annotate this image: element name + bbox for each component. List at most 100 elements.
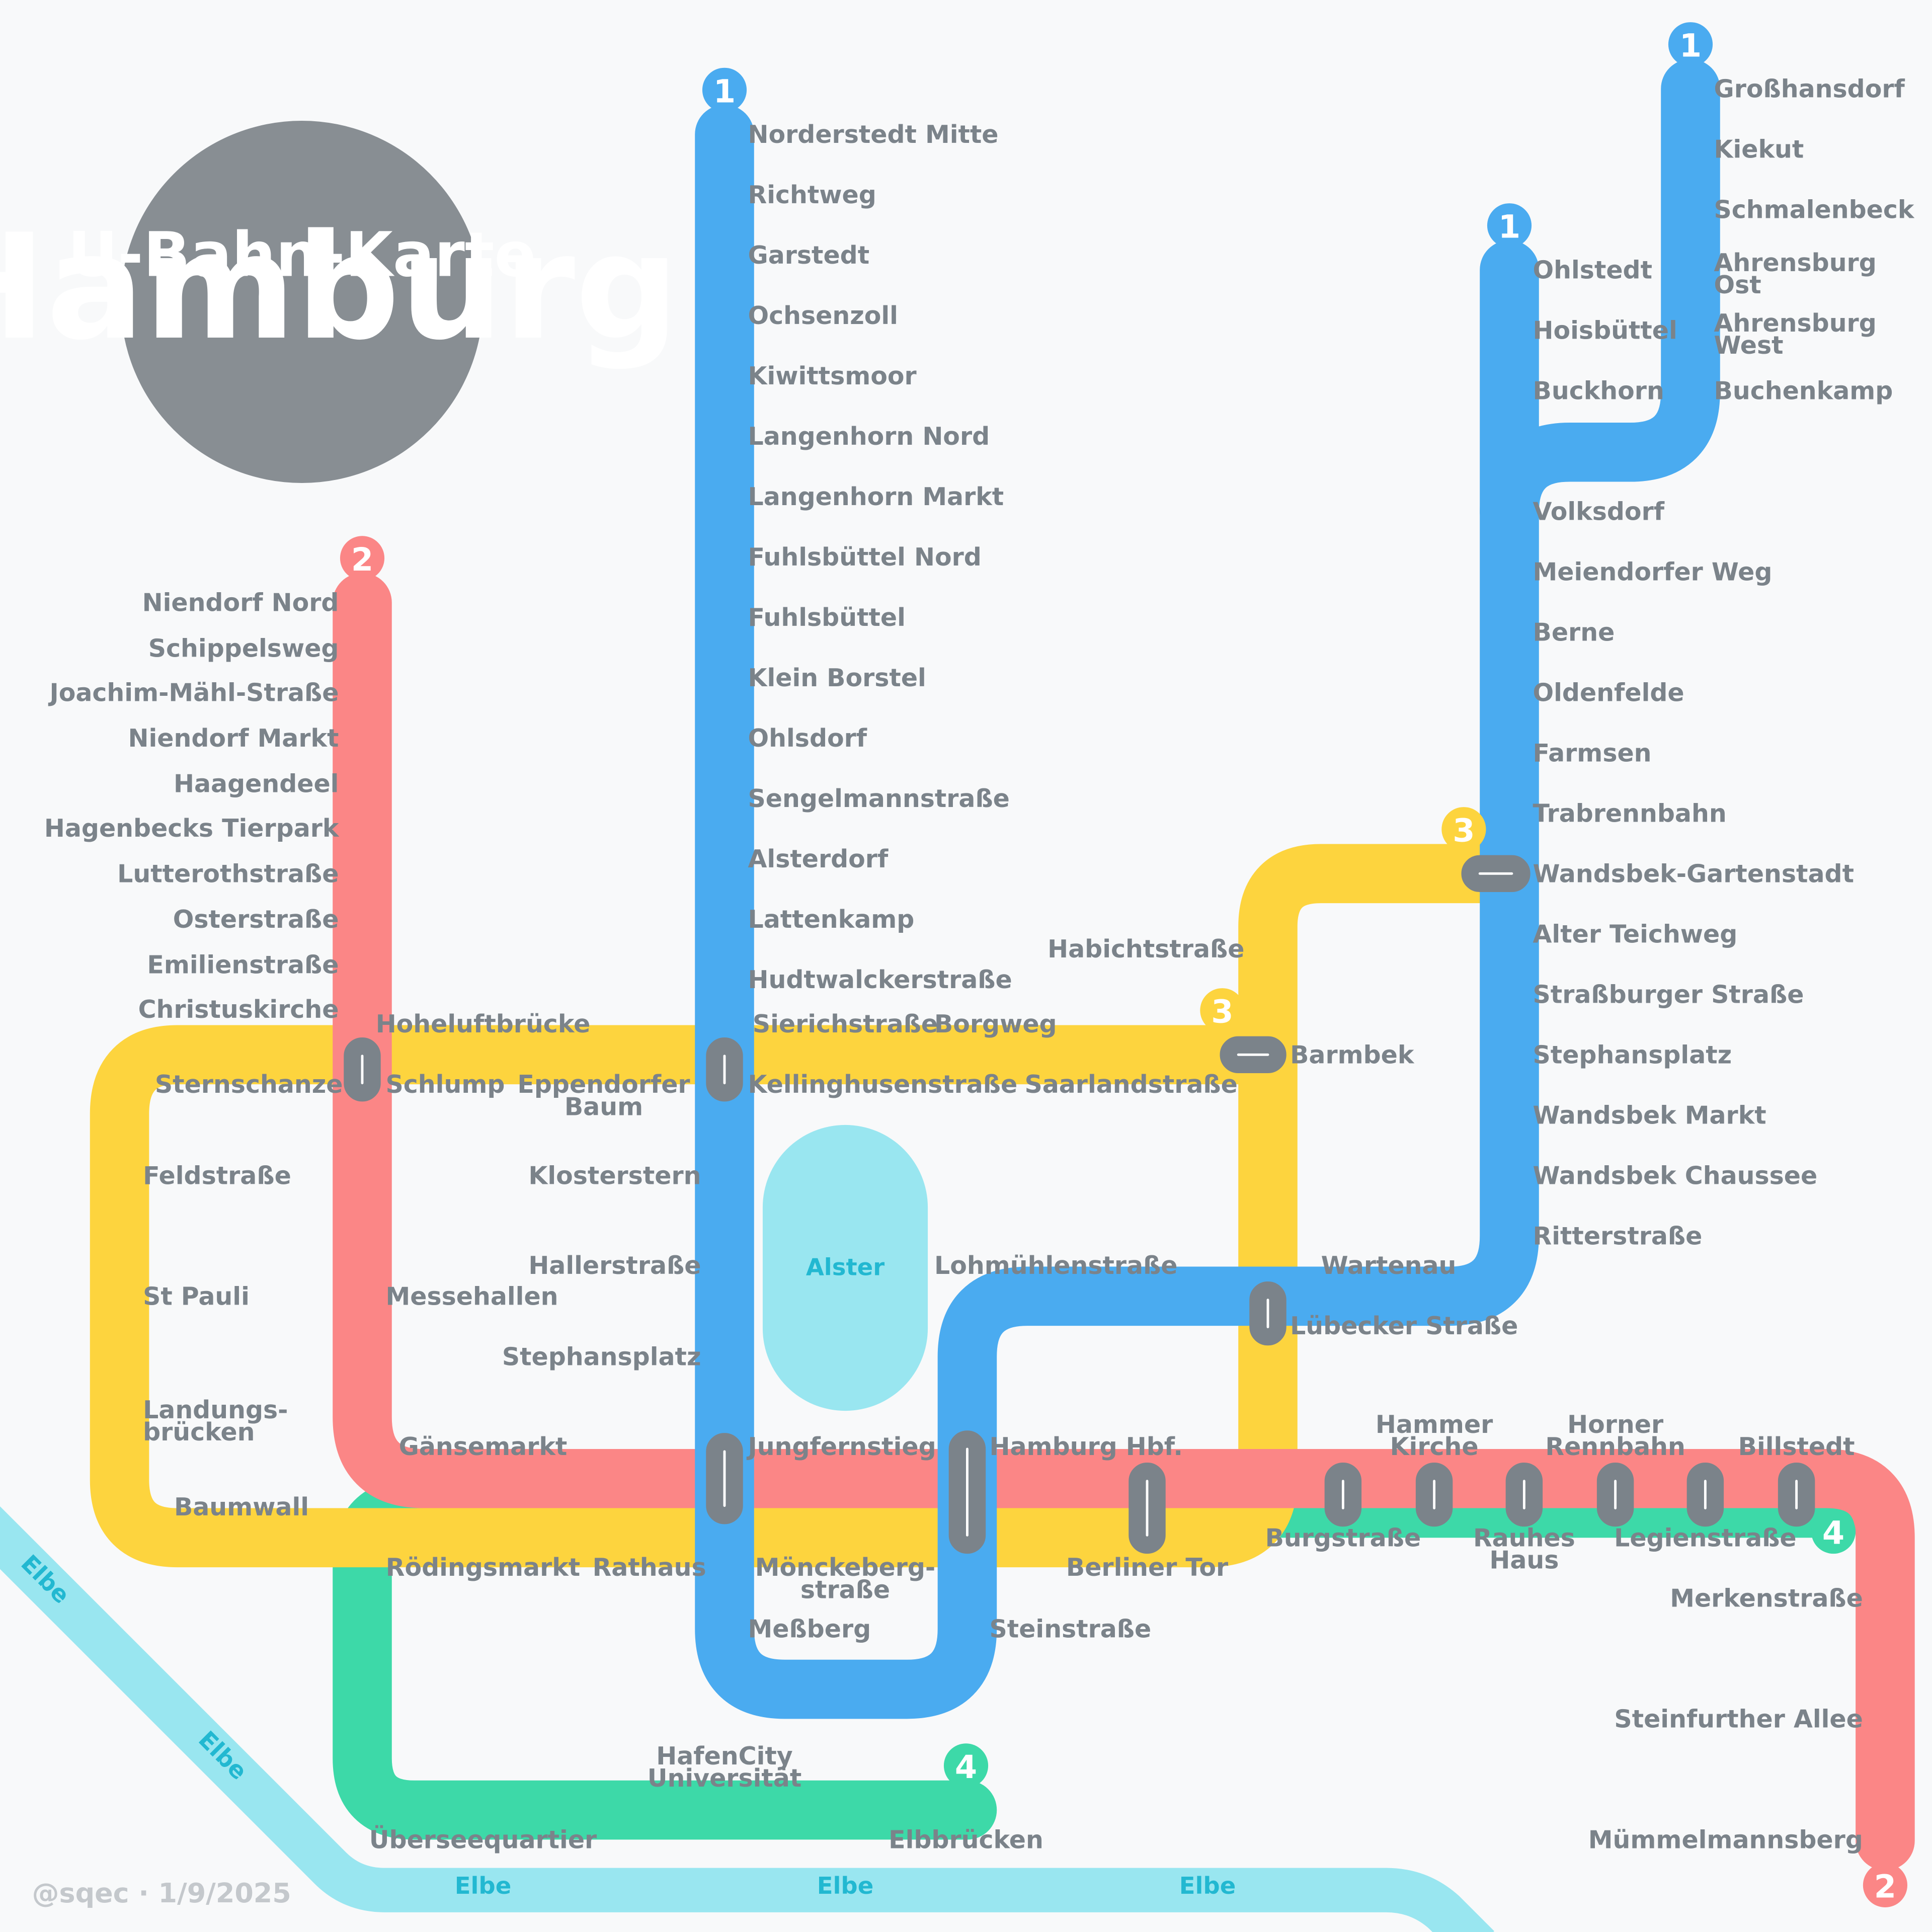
label-borgweg[interactable]: Borgweg xyxy=(934,1010,1057,1038)
label-gaensemarkt[interactable]: Gänsemarkt xyxy=(399,1432,568,1461)
stop-u1-ohlstedt[interactable] xyxy=(1494,255,1524,285)
stop-u1-garstedt[interactable] xyxy=(709,240,740,270)
stop-u1-wandsbek-chaussee[interactable] xyxy=(1494,1160,1524,1190)
stop-u1-hudtwalckerstrasse[interactable] xyxy=(709,964,740,995)
stop-u1-buckhorn[interactable] xyxy=(1494,377,1524,407)
stop-u1-stephansplatz[interactable] xyxy=(709,1341,740,1372)
stop-u1-messberg[interactable] xyxy=(709,1614,740,1644)
label-hafencity-universitaet-1[interactable]: HafenCity xyxy=(656,1742,793,1770)
stop-u1-fuhlsbuettel[interactable] xyxy=(709,602,740,632)
label-landungsbruecken-2[interactable]: brücken xyxy=(143,1418,255,1446)
label-feldstrasse[interactable]: Feldstraße xyxy=(143,1161,291,1190)
stop-u1-kiekut[interactable] xyxy=(1675,135,1706,166)
label-elbbruecken[interactable]: Elbbrücken xyxy=(889,1825,1043,1854)
label-sierichstrasse[interactable]: Sierichstraße xyxy=(753,1010,938,1038)
label-meiendorfer-weg[interactable]: Meiendorfer Weg xyxy=(1533,557,1773,586)
label-landungsbruecken-1[interactable]: Landungs- xyxy=(143,1396,288,1424)
label-trabrennbahn[interactable]: Trabrennbahn xyxy=(1533,799,1727,828)
label-volksdorf[interactable]: Volksdorf xyxy=(1533,497,1665,526)
label-ueberseequartier[interactable]: Überseequartier xyxy=(369,1824,597,1854)
label-ochsenzoll[interactable]: Ochsenzoll xyxy=(748,301,898,330)
interchange-schlump[interactable] xyxy=(344,1037,381,1102)
stop-u1-alsterdorf[interactable] xyxy=(709,844,740,874)
label-steinfurther-allee[interactable]: Steinfurther Allee xyxy=(1614,1705,1863,1733)
stop-u1-alter-teichweg[interactable] xyxy=(1494,919,1524,949)
label-ahrensburg-west-1[interactable]: Ahrensburg xyxy=(1714,309,1877,338)
label-moenckebergstrasse-2[interactable]: straße xyxy=(800,1575,890,1604)
label-st-pauli[interactable]: St Pauli xyxy=(143,1282,250,1311)
label-kellinghusenstrasse[interactable]: Kellinghusenstraße xyxy=(748,1070,1018,1099)
stop-u1-ritterstrasse[interactable] xyxy=(1494,1221,1524,1251)
label-hafencity-universitaet-2[interactable]: Universität xyxy=(648,1764,802,1793)
label-alter-teichweg[interactable]: Alter Teichweg xyxy=(1533,920,1738,948)
label-klein-borstel[interactable]: Klein Borstel xyxy=(748,664,926,692)
label-horner-rennbahn-1[interactable]: Horner xyxy=(1567,1410,1663,1439)
label-hamburg-hbf[interactable]: Hamburg Hbf. xyxy=(990,1432,1183,1461)
label-messehallen[interactable]: Messehallen xyxy=(386,1282,558,1311)
label-fuhlsbuettel[interactable]: Fuhlsbüttel xyxy=(748,603,906,632)
stop-u1-kiwittsmoor[interactable] xyxy=(709,361,740,391)
stop-u3-rathaus[interactable] xyxy=(634,1522,664,1553)
label-moenckebergstrasse-1[interactable]: Mönckeberg- xyxy=(755,1553,936,1582)
stop-u3-sternschanze[interactable] xyxy=(234,1039,264,1070)
label-stephansplatz-north[interactable]: Stephansplatz xyxy=(1533,1040,1732,1069)
label-strassburger-strasse[interactable]: Straßburger Straße xyxy=(1533,980,1804,1009)
stop-u1-hallerstrasse[interactable] xyxy=(709,1252,740,1281)
interchange-wandsbek-gartenstadt[interactable] xyxy=(1461,855,1531,893)
label-ritterstrasse[interactable]: Ritterstraße xyxy=(1533,1222,1703,1250)
label-stephansplatz-u1[interactable]: Stephansplatz xyxy=(502,1342,701,1371)
label-emilienstrasse[interactable]: Emilienstraße xyxy=(147,951,339,980)
interchange-barmbek[interactable] xyxy=(1220,1036,1286,1074)
label-rauhes-haus-2[interactable]: Haus xyxy=(1489,1546,1559,1575)
label-wandsbek-gartenstadt[interactable]: Wandsbek-Gartenstadt xyxy=(1533,859,1854,888)
stop-u3-hoheluftbruecke[interactable] xyxy=(468,1039,498,1070)
stop-u1-ochsenzoll[interactable] xyxy=(709,300,740,331)
label-niendorf-nord[interactable]: Niendorf Nord xyxy=(142,589,339,617)
label-habichtstrasse[interactable]: Habichtstraße xyxy=(1048,935,1244,963)
stop-u1-stephansplatz-north[interactable] xyxy=(1494,1039,1524,1070)
label-ahrensburg-ost-2[interactable]: Ost xyxy=(1714,271,1761,299)
label-muemmelmannsberg[interactable]: Mümmelmannsberg xyxy=(1588,1825,1863,1854)
stop-u1-ahrensburg-ost[interactable] xyxy=(1675,256,1706,286)
interchange-luebecker-strasse[interactable] xyxy=(1249,1281,1286,1346)
label-luebecker-strasse[interactable]: Lübecker Straße xyxy=(1290,1312,1518,1340)
label-lattenkamp[interactable]: Lattenkamp xyxy=(748,905,915,934)
label-oldenfelde[interactable]: Oldenfelde xyxy=(1533,678,1684,707)
stop-u3-roedingsmarkt[interactable] xyxy=(468,1522,498,1553)
stop-u1-lattenkamp[interactable] xyxy=(709,904,740,934)
label-berne[interactable]: Berne xyxy=(1533,618,1615,647)
stop-u1-oldenfelde[interactable] xyxy=(1494,677,1524,707)
interchange-horner-rennbahn[interactable] xyxy=(1596,1462,1634,1527)
label-merkenstrasse[interactable]: Merkenstraße xyxy=(1670,1584,1863,1613)
label-baumwall[interactable]: Baumwall xyxy=(174,1493,309,1521)
stop-u1-fuhlsbuettel-nord[interactable] xyxy=(709,542,740,572)
label-langenhorn-nord[interactable]: Langenhorn Nord xyxy=(748,422,990,451)
stop-u1-wandsbek-markt[interactable] xyxy=(1494,1100,1524,1130)
stop-u4-hafencity-universitaet[interactable] xyxy=(709,1795,740,1825)
label-jungfernstieg[interactable]: Jungfernstieg xyxy=(747,1432,936,1461)
stop-u1-langenhorn-nord[interactable] xyxy=(709,421,740,451)
stop-u2-steinfurther-allee[interactable] xyxy=(1870,1704,1900,1734)
stop-u2-niendorf-markt[interactable] xyxy=(347,723,377,753)
label-rauhes-haus-1[interactable]: Rauhes xyxy=(1473,1523,1575,1552)
label-steinstrasse[interactable]: Steinstraße xyxy=(990,1615,1152,1644)
stop-u1-wartenau[interactable] xyxy=(1374,1281,1404,1311)
stop-u3-sierichstrasse[interactable] xyxy=(830,1039,860,1070)
stop-u1-ahrensburg-west[interactable] xyxy=(1675,316,1706,347)
stop-u1-buchenkamp[interactable] xyxy=(1675,377,1706,407)
label-ohlsdorf[interactable]: Ohlsdorf xyxy=(748,724,867,753)
stop-u1-trabrennbahn[interactable] xyxy=(1494,798,1524,828)
label-lohmuehlenstrasse[interactable]: Lohmühlenstraße xyxy=(934,1251,1178,1280)
stop-u1-hoisbuettel[interactable] xyxy=(1494,316,1524,347)
stop-u1-ohlsdorf[interactable] xyxy=(709,723,740,753)
stop-u1-sengelmannstrasse[interactable] xyxy=(709,783,740,814)
stop-u1-langenhorn-markt[interactable] xyxy=(709,481,740,512)
stop-u2-messehallen[interactable] xyxy=(347,1281,377,1311)
stop-u1-volksdorf[interactable] xyxy=(1494,496,1524,526)
stop-u3-landungsbruecken[interactable] xyxy=(105,1402,134,1432)
interchange-rauhes-haus[interactable] xyxy=(1505,1462,1543,1527)
stop-u2-christuskirche[interactable] xyxy=(347,995,377,1025)
stop-u1-strassburger-strasse[interactable] xyxy=(1494,979,1524,1009)
label-joachim-maehl-strasse[interactable]: Joachim-Mähl-Straße xyxy=(48,678,339,707)
stop-u2-schippelsweg[interactable] xyxy=(347,633,377,663)
